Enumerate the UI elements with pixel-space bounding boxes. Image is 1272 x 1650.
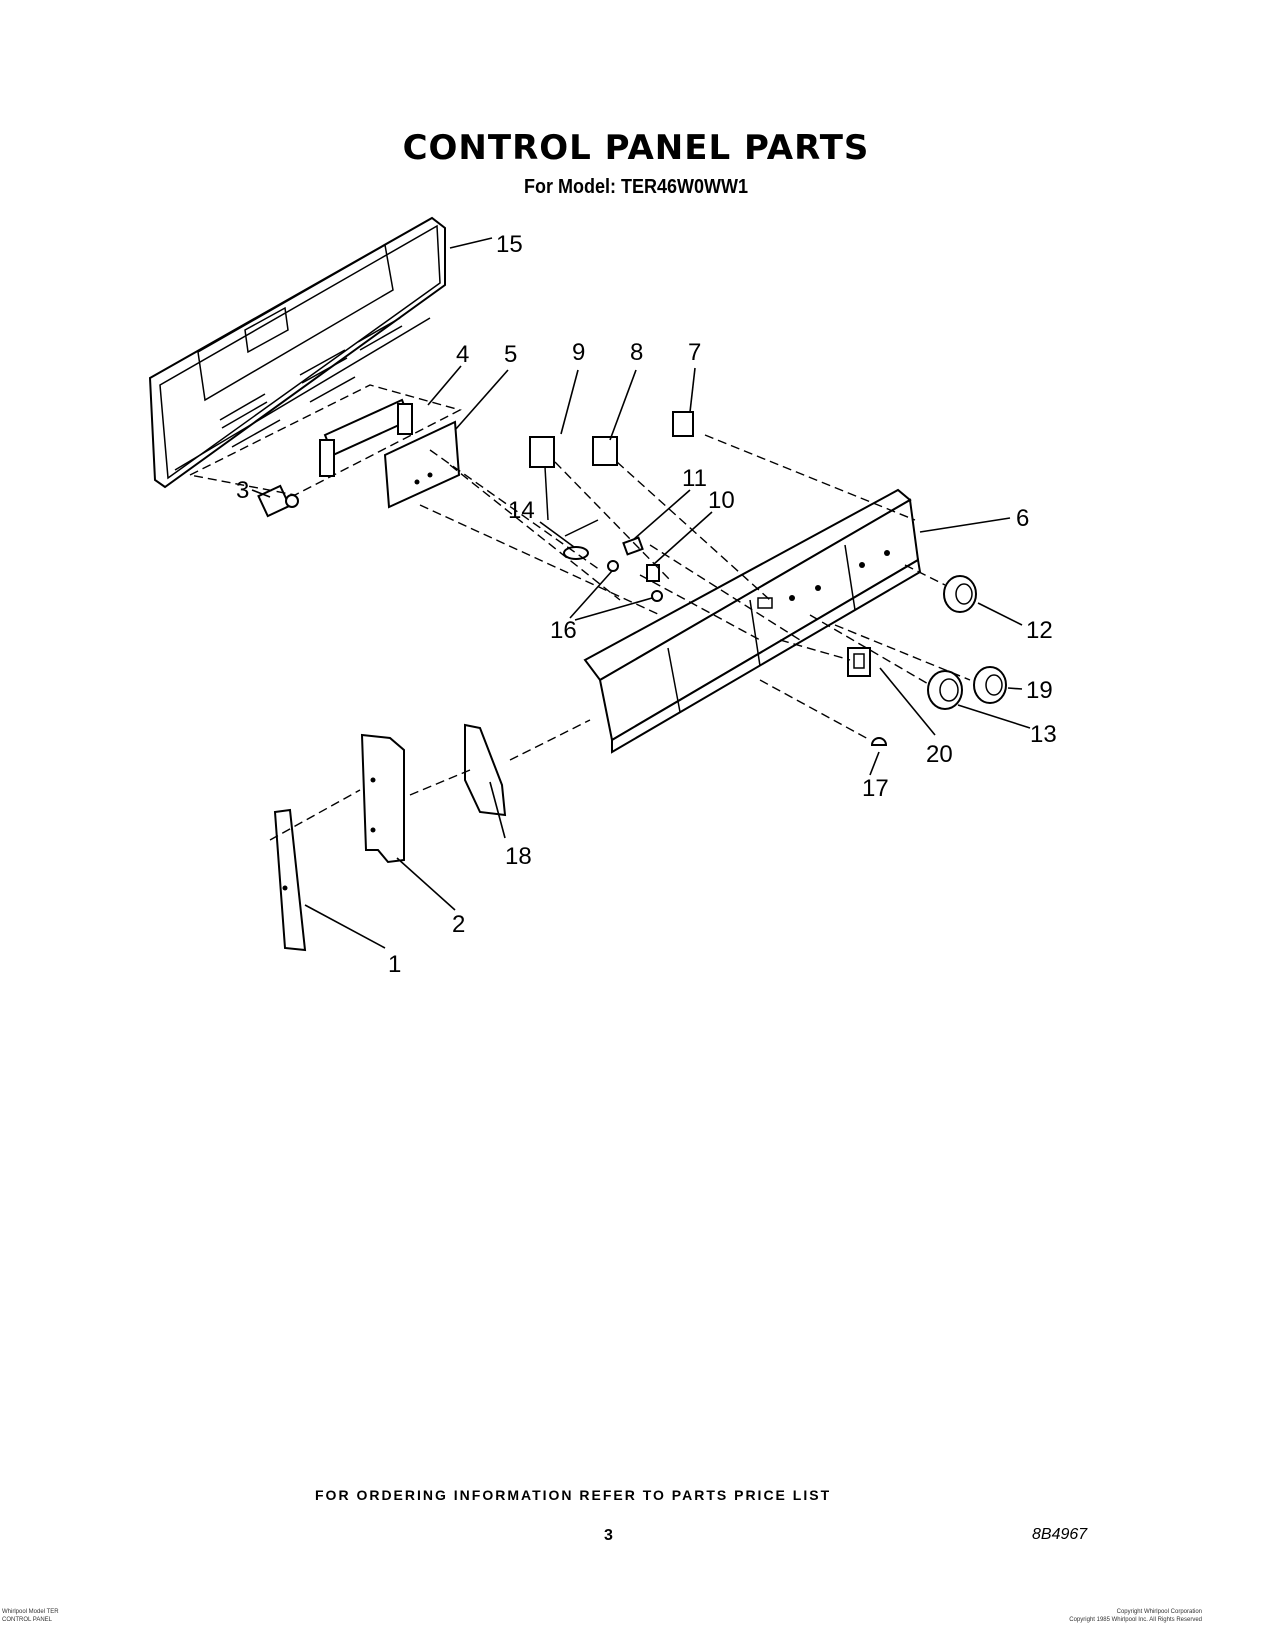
part-12-knob [943, 575, 977, 613]
callout-1: 1 [388, 951, 401, 978]
page-number: 3 [604, 1527, 613, 1544]
callout-13: 13 [1030, 721, 1057, 748]
document-number: 8B4967 [1032, 1526, 1088, 1543]
callout-2: 2 [452, 911, 465, 938]
corner-note-right: Copyright Whirlpool Corporation Copyrigh… [1069, 1609, 1202, 1623]
part-11 [622, 536, 644, 556]
callout-14: 14 [508, 497, 535, 524]
part-18-bracket [464, 723, 507, 817]
part-7-switch [672, 411, 694, 437]
part-3 [257, 484, 299, 518]
corner-note-left: Whirlpool Model TER CONTROL PANEL [2, 1609, 59, 1623]
callout-18: 18 [505, 843, 532, 870]
part-20-switch [847, 647, 871, 677]
callout-19: 19 [1026, 677, 1053, 704]
part-14 [563, 519, 599, 560]
callout-8: 8 [630, 339, 643, 366]
part-5-plate [383, 420, 461, 509]
callout-labels: 15 4 5 9 8 7 3 11 10 14 6 16 12 19 13 20… [236, 231, 1057, 978]
callout-leaders [251, 237, 1031, 949]
callout-16: 16 [550, 617, 577, 644]
part-16-grommets [607, 560, 663, 602]
callout-10: 10 [708, 487, 735, 514]
part-9-switch [529, 436, 555, 521]
callout-11: 11 [682, 465, 707, 492]
part-8-switch [592, 436, 618, 466]
part-2-bracket [360, 733, 405, 864]
callout-17: 17 [862, 775, 889, 802]
callout-6: 6 [1016, 505, 1029, 532]
callout-15: 15 [496, 231, 523, 258]
callout-5: 5 [504, 341, 517, 368]
part-10 [646, 564, 660, 582]
assembly-dashed-lines [269, 434, 971, 841]
callout-20: 20 [926, 741, 953, 768]
part-19-knob [973, 666, 1007, 704]
callout-7: 7 [688, 339, 701, 366]
callout-3: 3 [236, 477, 249, 504]
part-15-backguard [148, 216, 446, 489]
callout-9: 9 [572, 339, 585, 366]
model-subtitle: For Model: TER46W0WW1 [523, 176, 748, 198]
callout-12: 12 [1026, 617, 1053, 644]
part-13-knob [927, 670, 963, 710]
part-6-manifold [583, 488, 922, 754]
ordering-note: FOR ORDERING INFORMATION REFER TO PARTS … [315, 1487, 832, 1503]
part-17-plug [870, 737, 888, 746]
part-1-bracket [273, 808, 307, 952]
part-4-bracket [319, 398, 413, 477]
callout-4: 4 [456, 341, 469, 368]
page-title: CONTROL PANEL PARTS [402, 128, 870, 168]
